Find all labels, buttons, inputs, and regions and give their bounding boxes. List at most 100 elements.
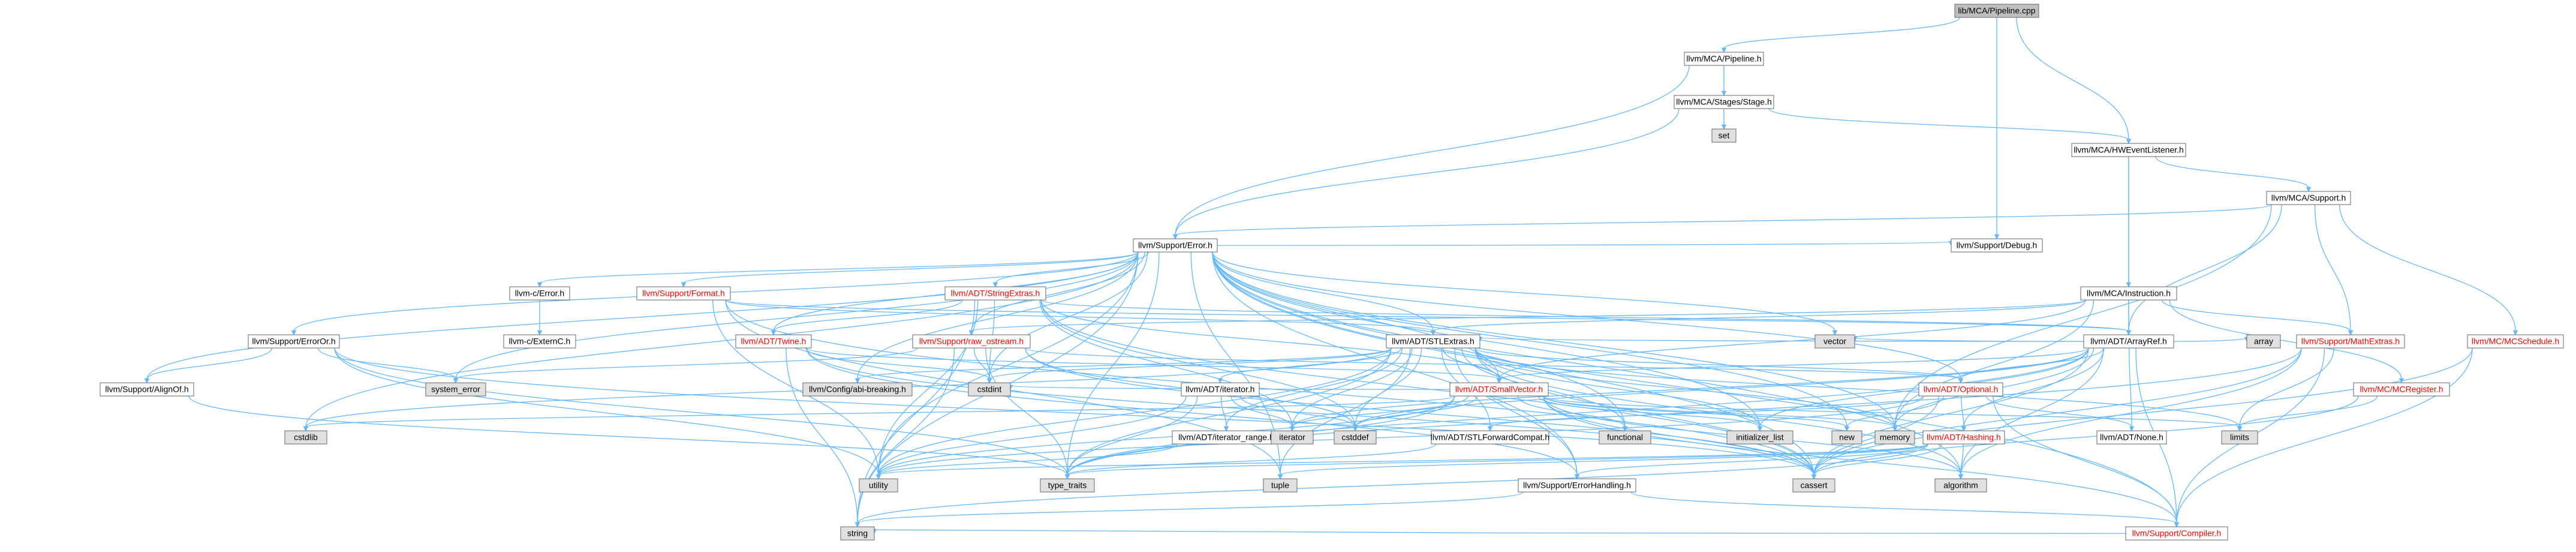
edge-support_h-to-arrayref_h [2126,204,2282,336]
edge-erroror_h-to-system_error [317,347,459,384]
node-stage-h[interactable]: llvm/MCA/Stages/Stage.h [1674,95,1774,109]
node-stlforwardcompat-h[interactable]: llvm/ADT/STLForwardCompat.h [1431,430,1549,445]
node-label: utility [869,481,888,490]
edge-line [878,443,1178,476]
node-label: llvm/ADT/STLExtras.h [1392,337,1474,346]
node-arrayref-h[interactable]: llvm/ADT/ArrayRef.h [2083,334,2174,349]
edge-line [1067,443,1437,476]
node-alignof-h[interactable]: llvm/Support/AlignOf.h [100,382,194,397]
node-iterator-h[interactable]: llvm/ADT/iterator.h [1181,382,1260,397]
edge-error_h-to-debug_h [1217,241,1954,247]
edge-instruction_h-to-rawostream_h [968,299,2086,336]
node-label: llvm/ADT/SmallVector.h [1455,385,1543,394]
node-box [1954,4,2039,18]
node-box [2083,334,2174,349]
edge-line [857,347,1392,380]
edge-hweventlistener_h-to-support_h [2155,156,2312,193]
node-cerror-h[interactable]: llvm-c/Error.h [509,286,570,301]
edge-error_h-to-format_h [681,251,1139,288]
node-compiler-h[interactable]: llvm/Support/Compiler.h [2125,526,2228,541]
node-error-h[interactable]: llvm/Support/Error.h [1133,238,1218,253]
edge-line [806,347,1578,476]
node-stringextras-h[interactable]: llvm/ADT/StringExtras.h [944,286,1046,301]
edge-errorhandling_h-to-string [854,491,1524,528]
edge-instruction_h-to-stlextras_h [1430,299,2086,336]
edge-line [334,347,879,476]
edge-line [1543,395,2240,428]
node-label: lib/MCA/Pipeline.cpp [1958,6,2035,16]
node-initializer-list: initializer_list [1726,430,1793,445]
node-format-h[interactable]: llvm/Support/Format.h [636,286,731,301]
node-box [1934,478,1987,493]
node-label: array [2254,337,2273,346]
node-mcregister-h[interactable]: llvm/MC/MCRegister.h [2353,382,2450,397]
node-smallvector-h[interactable]: llvm/ADT/SmallVector.h [1449,382,1549,397]
edge-arrowhead [875,474,881,480]
edge-line [1960,443,1964,476]
edge-stlextras_h-to-cstdint [986,347,1392,384]
node-cexternc-h[interactable]: llvm-c/ExternC.h [503,334,576,349]
node-mathextras-h[interactable]: llvm/Support/MathExtras.h [2296,334,2405,349]
node-box [1814,334,1855,349]
node-iterator-range-h[interactable]: llvm/ADT/iterator_range.h [1172,430,1281,445]
edge-line [971,251,1145,332]
node-label: llvm/ADT/Optional.h [1924,385,1998,394]
edge-line [146,347,272,380]
edge-arrowhead [2129,426,2135,432]
node-hweventlistener-h[interactable]: llvm/MCA/HWEventListener.h [2071,143,2186,157]
edge-line [334,347,1068,476]
node-optional-h[interactable]: llvm/ADT/Optional.h [1918,382,2003,397]
node-label: memory [1880,433,1910,442]
node-debug-h[interactable]: llvm/Support/Debug.h [1951,238,2043,253]
node-box [1674,95,1774,109]
edge-line [1067,347,2089,476]
edge-support_h-to-mcschedule_h [2339,204,2518,336]
edge-line [878,443,1928,476]
edge-line [305,395,1455,428]
node-label: string [847,529,868,538]
edge-line [1846,395,1945,428]
edge-smallvector_h-to-initializer_list [1537,395,1763,432]
node-utility: utility [859,478,898,493]
node-label: llvm/ADT/Hashing.h [1927,433,2001,442]
edge-arrowhead [854,378,860,384]
node-limits: limits [2221,430,2258,445]
edge-hashing_h-to-errorhandling_h [1574,443,1928,480]
edge-pipeline_h-to-stage_h [1721,65,1727,97]
node-memory: memory [1874,430,1915,445]
node-hashing-h[interactable]: llvm/ADT/Hashing.h [1922,430,2005,445]
edge-line [1894,299,2094,428]
edge-arrowhead [1757,426,1763,432]
edge-pipeline_cpp-to-pipeline_h [1721,17,1960,53]
edge-line [1723,17,1960,49]
node-label: cstdint [977,385,1002,394]
edge-arrowhead [1892,426,1898,432]
node-instruction-h[interactable]: llvm/MCA/Instruction.h [2080,286,2177,301]
node-support-h[interactable]: llvm/MCA/Support.h [2266,191,2351,205]
edge-arrowhead [1064,474,1070,480]
node-errorhandling-h[interactable]: llvm/Support/ErrorHandling.h [1518,478,1636,493]
node-box [859,478,898,493]
edge-stlextras_h-to-iterator_h [1217,347,1402,384]
edge-line [1355,347,2089,428]
edge-line [773,299,963,332]
edge-line [2239,395,2378,428]
node-mcschedule-h[interactable]: llvm/MC/MCSchedule.h [2467,334,2564,349]
node-twine-h[interactable]: llvm/ADT/Twine.h [735,334,812,349]
node-box [1792,478,1835,493]
node-none-h[interactable]: llvm/ADT/None.h [2096,430,2167,445]
edge-arrowhead [2348,330,2354,336]
node-box [100,382,194,397]
node-label: llvm/ADT/iterator.h [1185,385,1254,394]
node-stlextras-h[interactable]: llvm/ADT/STLExtras.h [1386,334,1480,349]
edge-line [1067,347,1392,476]
node-pipeline-h[interactable]: llvm/MCA/Pipeline.h [1684,52,1764,66]
node-erroror-h[interactable]: llvm/Support/ErrorOr.h [248,334,340,349]
edge-arrowhead [771,330,777,336]
edge-arrowhead [1496,378,1502,384]
node-box [1711,128,1737,143]
edge-hashing_h-to-utility [875,443,1928,480]
node-box [1386,334,1480,349]
edge-arrowhead [1958,474,1964,480]
node-rawostream-h[interactable]: llvm/Support/raw_ostream.h [912,334,1031,349]
